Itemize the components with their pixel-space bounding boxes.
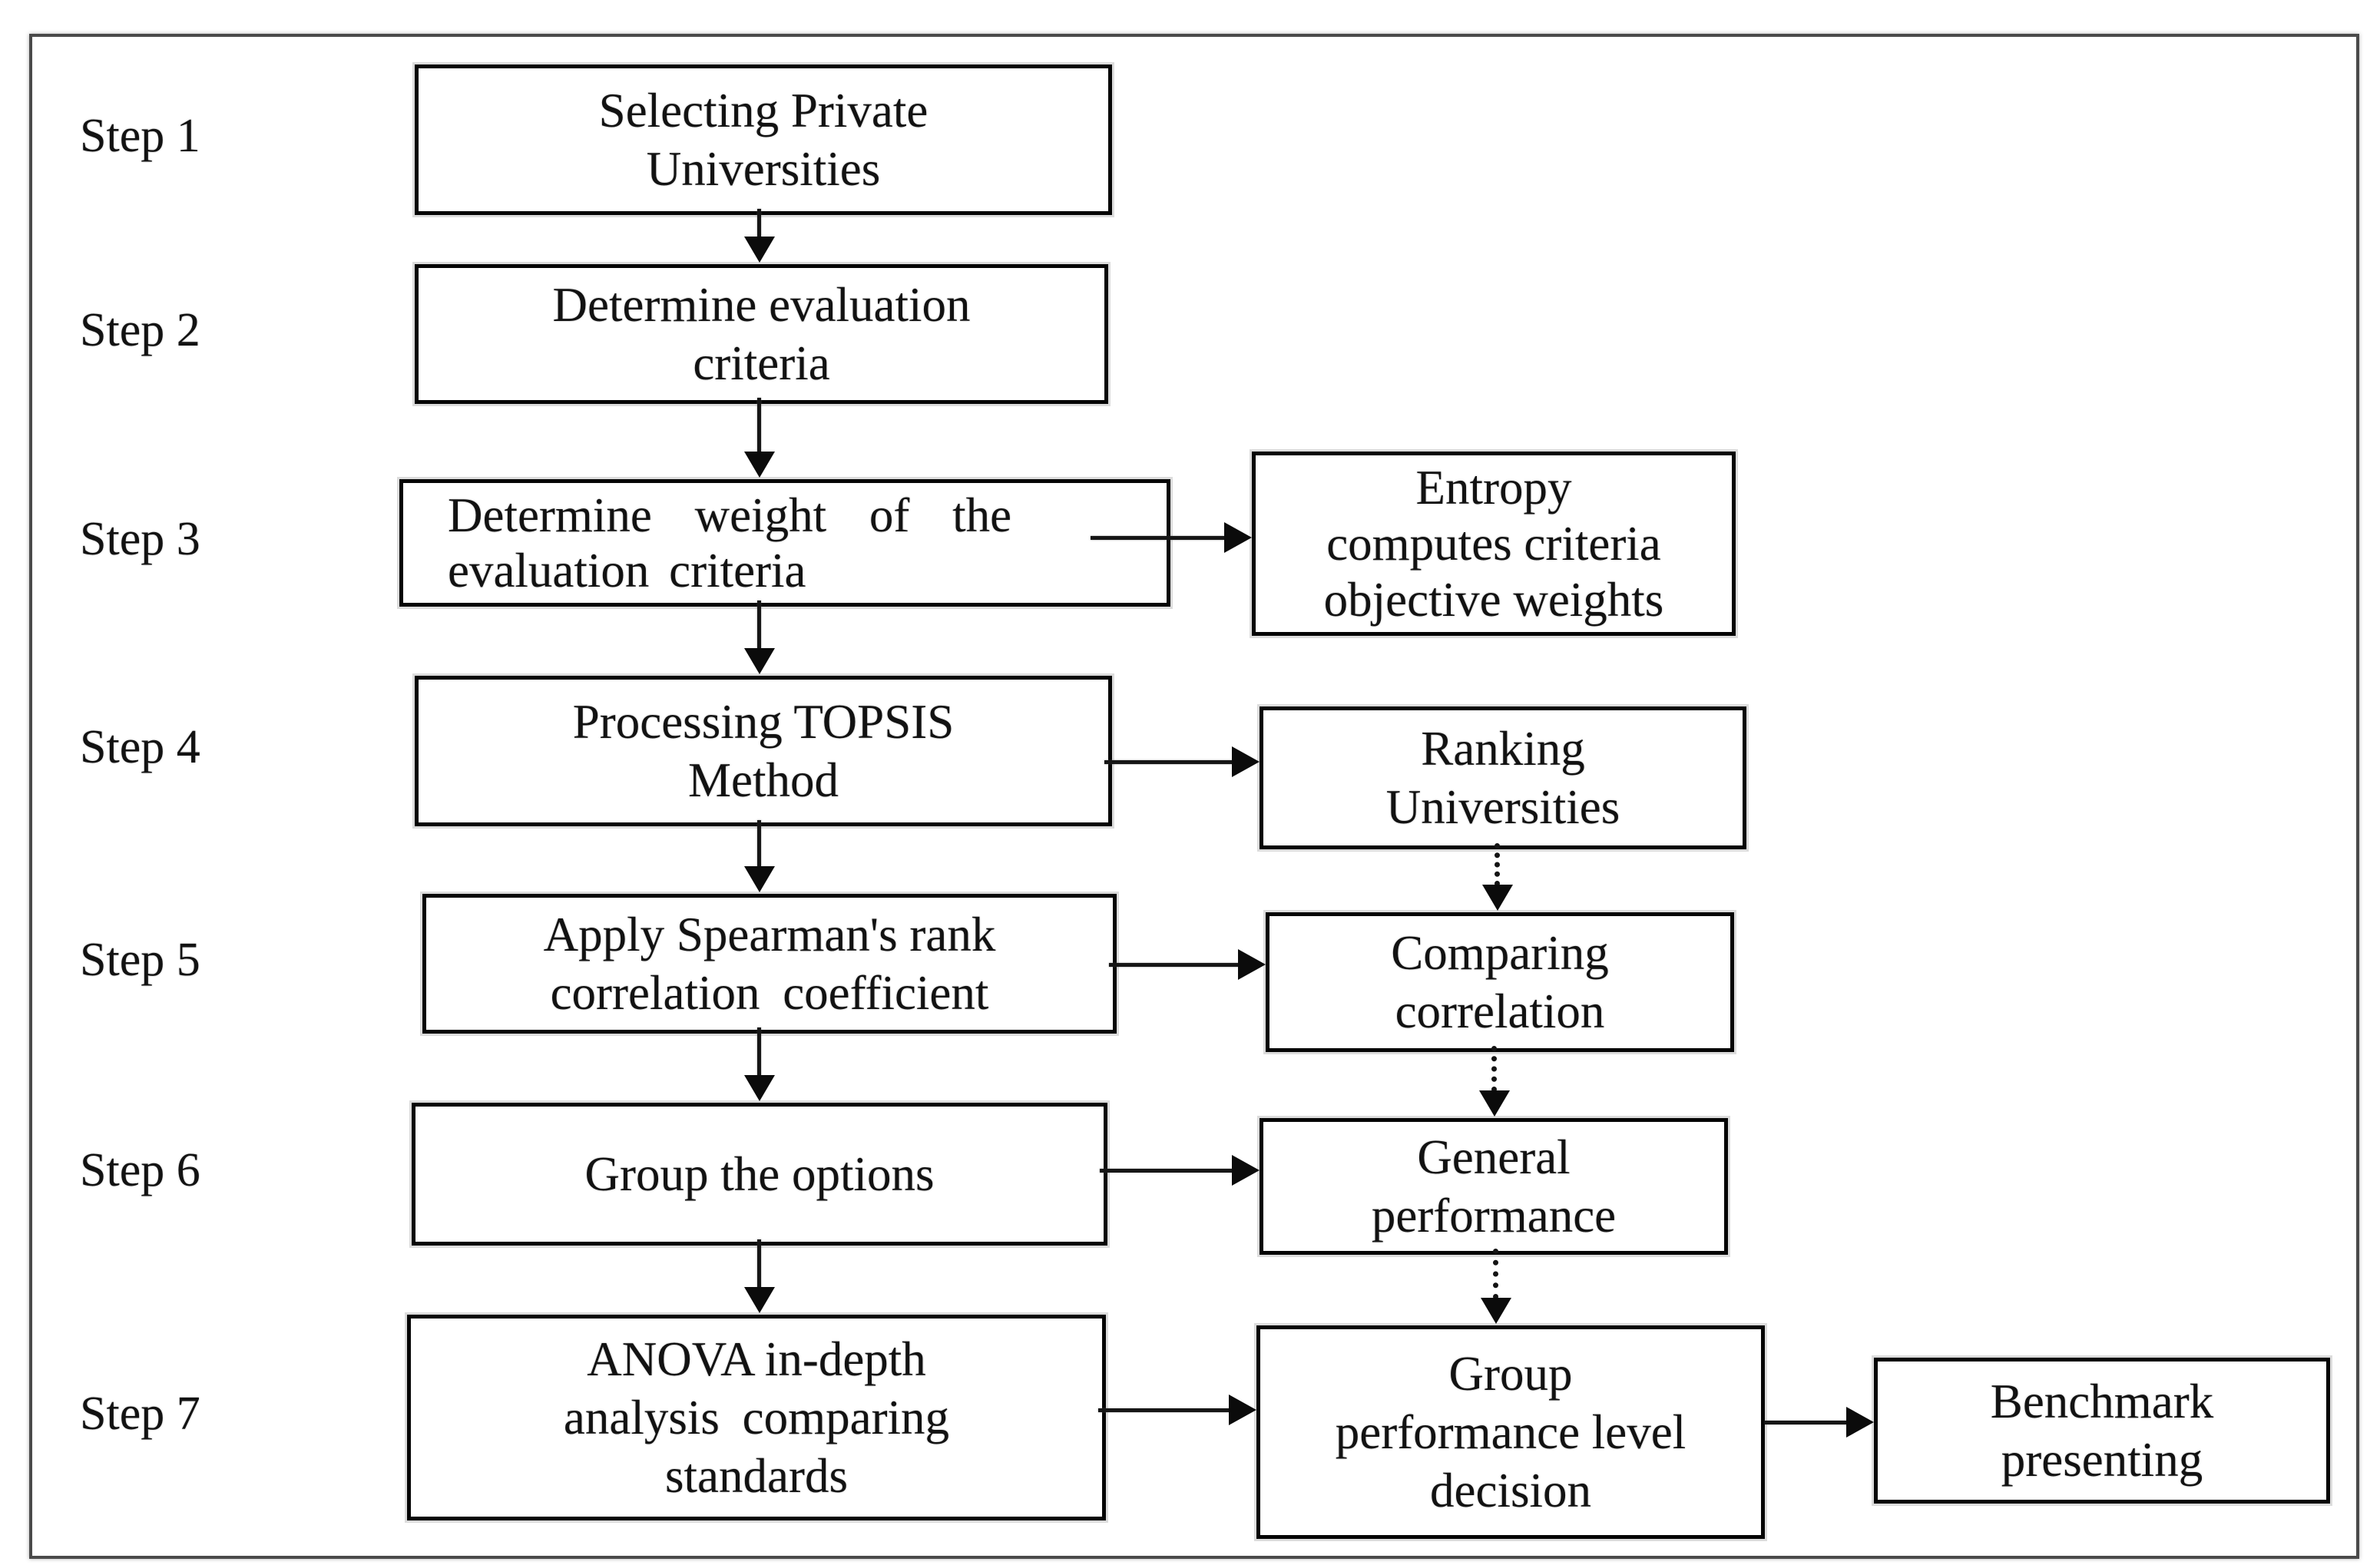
flow-box-processing-topsis: Processing TOPSIS Method (415, 676, 1112, 826)
box-text-line: objective weights (1323, 572, 1664, 627)
arrow-step7-to-group-performance-head (1229, 1395, 1256, 1425)
step-label-2: Step 2 (80, 304, 200, 356)
arrow-step2-to-step3-line (757, 398, 761, 453)
flow-box-ranking-universities: Ranking Universities (1260, 706, 1746, 849)
flow-box-spearman-correlation: Apply Spearman's rank correlation coeffi… (422, 894, 1117, 1034)
dotted-arrow-ranking-to-comparing-head (1482, 885, 1513, 911)
dotted-arrow-comparing-to-general-head (1479, 1090, 1510, 1117)
flow-box-selecting-private-universities: Selecting Private Universities (415, 65, 1112, 215)
box-text-line: evaluation criteria (448, 544, 806, 597)
box-text-line: Determine evaluation (552, 278, 971, 332)
arrow-step3-to-entropy-line (1091, 536, 1226, 540)
box-text-line: performance (1371, 1189, 1617, 1242)
arrow-step6-to-step7-head (744, 1287, 775, 1313)
box-text-line: decision (1430, 1464, 1591, 1517)
arrow-step3-to-step4-line (757, 601, 761, 650)
flow-box-determine-weight: Determine weight of the evaluation crite… (399, 479, 1170, 607)
box-text-line: Comparing (1391, 926, 1609, 980)
box-text-line: Apply Spearman's rank (543, 908, 996, 961)
flow-box-entropy-weights: Entropy computes criteria objective weig… (1252, 452, 1736, 636)
box-text-line: Selecting Private (598, 84, 928, 137)
box-text-line: Group (1448, 1347, 1573, 1401)
box-text-line: Ranking (1421, 722, 1585, 776)
arrow-step5-to-step6-head (744, 1075, 775, 1101)
flow-box-determine-evaluation-criteria: Determine evaluation criteria (415, 264, 1108, 404)
box-text-line: Group the options (584, 1147, 935, 1201)
step-label-4: Step 4 (80, 721, 200, 773)
arrow-step5-to-comparing-head (1238, 949, 1266, 980)
box-text-line: performance level (1335, 1405, 1687, 1459)
step-label-6: Step 6 (80, 1144, 200, 1196)
arrow-step6-to-general-head (1232, 1155, 1260, 1186)
arrow-step4-to-ranking-head (1232, 746, 1260, 777)
dotted-arrow-general-to-group-performance-line (1493, 1249, 1498, 1299)
arrow-step3-to-entropy-head (1224, 522, 1252, 553)
box-text-line: computes criteria (1326, 516, 1661, 571)
step-label-5: Step 5 (80, 934, 200, 986)
box-text-line: presenting (2001, 1433, 2203, 1487)
flow-box-group-performance-decision: Group performance level decision (1256, 1325, 1765, 1539)
flow-box-general-performance: General performance (1260, 1118, 1728, 1255)
step-label-7: Step 7 (80, 1388, 200, 1440)
box-text-line: Universities (1385, 780, 1620, 834)
arrow-step6-to-general-line (1100, 1169, 1235, 1173)
box-text-line: Benchmark (1990, 1375, 2214, 1428)
flow-box-benchmark-presenting: Benchmark presenting (1874, 1358, 2330, 1504)
dotted-arrow-comparing-to-general-line (1491, 1046, 1497, 1092)
box-text-line: analysis comparing (563, 1391, 950, 1444)
arrow-group-performance-to-benchmark-head (1846, 1407, 1874, 1438)
arrow-step6-to-step7-line (757, 1239, 761, 1289)
flow-box-comparing-correlation: Comparing correlation (1266, 912, 1734, 1052)
box-text-line: correlation coefficient (550, 966, 989, 1020)
dotted-arrow-general-to-group-performance-head (1481, 1298, 1511, 1324)
flow-box-anova-analysis: ANOVA in-depth analysis comparing standa… (407, 1315, 1106, 1520)
box-text-line: Entropy (1415, 460, 1572, 514)
box-text-line: ANOVA in-depth (587, 1332, 926, 1386)
step-label-3: Step 3 (80, 513, 200, 565)
flow-box-group-the-options: Group the options (412, 1103, 1107, 1246)
arrow-step7-to-group-performance-line (1098, 1408, 1232, 1412)
box-text-line: Universities (646, 142, 881, 196)
arrow-group-performance-to-benchmark-line (1765, 1421, 1848, 1424)
arrow-step4-to-ranking-line (1104, 760, 1235, 764)
box-text-line: Processing TOPSIS (572, 695, 955, 749)
arrow-step4-to-step5-head (744, 866, 775, 892)
box-text-line: General (1417, 1130, 1571, 1184)
arrow-step5-to-comparing-line (1109, 963, 1241, 967)
arrow-step5-to-step6-line (757, 1027, 761, 1077)
dotted-arrow-ranking-to-comparing-line (1495, 843, 1500, 886)
box-text-line: Determine weight of the (448, 488, 1012, 542)
box-text-line: standards (665, 1449, 848, 1503)
diagram-outer-frame (29, 34, 2359, 1559)
box-text-line: Method (688, 753, 839, 807)
arrow-step1-to-step2-line (757, 209, 761, 238)
arrow-step3-to-step4-head (744, 648, 775, 674)
box-text-line: criteria (693, 336, 830, 390)
step-label-1: Step 1 (80, 110, 200, 162)
arrow-step2-to-step3-head (744, 452, 775, 478)
box-text-line: correlation (1395, 984, 1605, 1038)
arrow-step1-to-step2-head (744, 237, 775, 263)
arrow-step4-to-step5-line (757, 820, 761, 868)
